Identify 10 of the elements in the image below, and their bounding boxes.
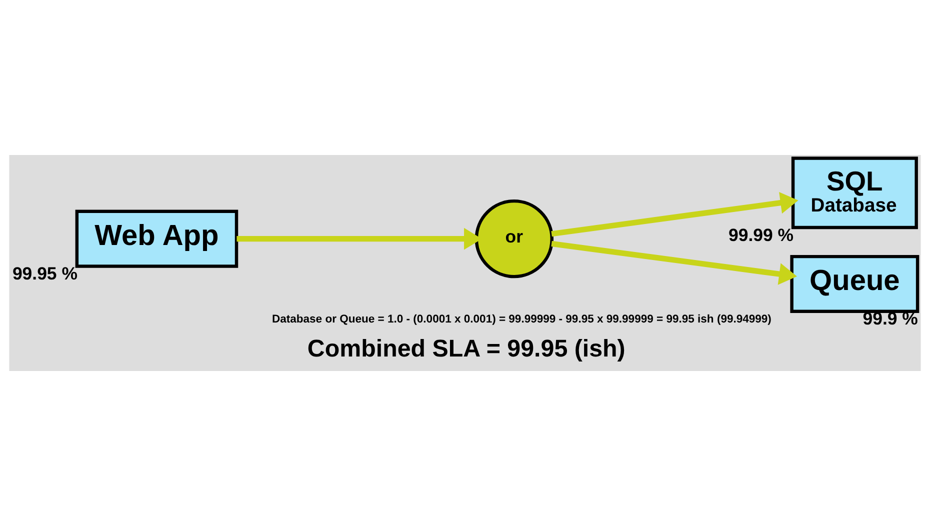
node-box: SQL Database [791, 156, 918, 230]
node-label: 99.99 % [728, 224, 794, 245]
node-box: Web App [75, 210, 238, 268]
label: Database or Queue = 1.0 - (0.0001 x 0.001) = 99.99999 - 99.95 x 99.99999 = 99.95 ish (99.94999) [272, 313, 772, 326]
node-circle: or [474, 199, 554, 278]
node-box: Queue [790, 254, 920, 313]
arrow [551, 240, 798, 285]
node-label: 99.95 % [12, 264, 78, 284]
caption: Combined SLA = 99.95 (ish) [307, 335, 626, 362]
arrow [551, 192, 798, 237]
